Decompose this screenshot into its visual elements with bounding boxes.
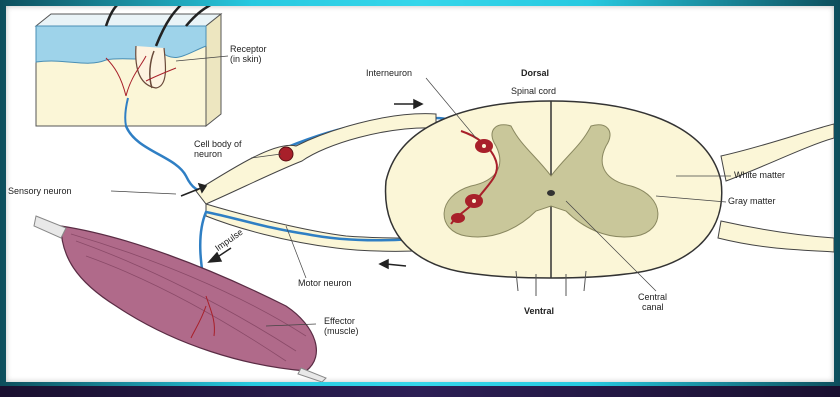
sensory-neuron-label: Sensory neuron [8,186,72,196]
ventral-label: Ventral [524,306,554,316]
gray-matter-label: Gray matter [728,196,776,206]
motor-neuron-label: Motor neuron [298,278,352,288]
dorsal-label: Dorsal [521,68,549,78]
spinal-cord [386,101,722,296]
spinal-cord-label: Spinal cord [511,86,556,96]
cell-body [279,147,293,161]
skin-block [36,6,221,126]
effector-sublabel: (muscle) [324,326,359,336]
central-canal-sublabel: canal [642,302,664,312]
central-canal-shape [547,190,555,196]
white-matter-label: White matter [734,170,785,180]
cell-body-label: Cell body of [194,139,242,149]
receptor-label: Receptor [230,44,267,54]
bottom-strip [0,386,840,397]
diagram-panel: Receptor (in skin) Interneuron Dorsal Sp… [6,6,834,382]
central-canal-label: Central [638,292,667,302]
cell-body-sublabel: neuron [194,149,222,159]
interneuron-label: Interneuron [366,68,412,78]
reflex-arc-diagram [6,6,834,382]
muscle-effector [34,216,326,382]
receptor-sublabel: (in skin) [230,54,262,64]
effector-label: Effector [324,316,355,326]
